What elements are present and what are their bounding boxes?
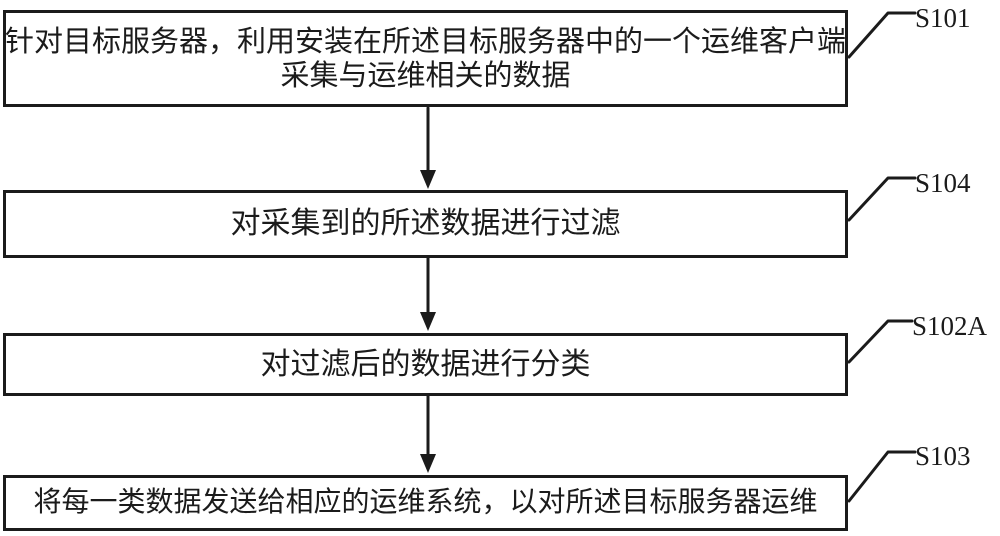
step-leader-line-s103 bbox=[847, 450, 917, 503]
step-label-s103: S103 bbox=[915, 441, 971, 471]
step-leader-line-s101 bbox=[847, 11, 917, 59]
step-box-s102a: 对过滤后的数据进行分类 bbox=[3, 333, 848, 396]
flow-arrowhead-down-3 bbox=[420, 454, 436, 473]
step-label-s101: S101 bbox=[915, 3, 971, 33]
step-text-line: 将每一类数据发送给相应的运维系统，以对所述目标服务器运维 bbox=[33, 487, 818, 518]
step-label-s102a: S102A bbox=[912, 311, 988, 341]
step-text-line: 采集与运维相关的数据 bbox=[280, 59, 571, 92]
flow-arrowhead-down-2 bbox=[420, 312, 436, 331]
step-label-s104: S104 bbox=[915, 168, 971, 198]
step-box-s103: 将每一类数据发送给相应的运维系统，以对所述目标服务器运维 bbox=[3, 475, 848, 531]
step-text-line: 针对目标服务器，利用安装在所述目标服务器中的一个运维客户端 bbox=[5, 25, 847, 58]
flow-arrowhead-down-1 bbox=[420, 170, 436, 189]
step-box-s101: 针对目标服务器，利用安装在所述目标服务器中的一个运维客户端 采集与运维相关的数据 bbox=[3, 10, 848, 107]
step-text-line: 对过滤后的数据进行分类 bbox=[260, 347, 591, 381]
step-leader-line-s104 bbox=[847, 176, 917, 222]
step-box-s104: 对采集到的所述数据进行过滤 bbox=[3, 190, 848, 258]
step-text-line: 对采集到的所述数据进行过滤 bbox=[230, 207, 621, 240]
step-leader-line-s102a bbox=[847, 319, 914, 364]
